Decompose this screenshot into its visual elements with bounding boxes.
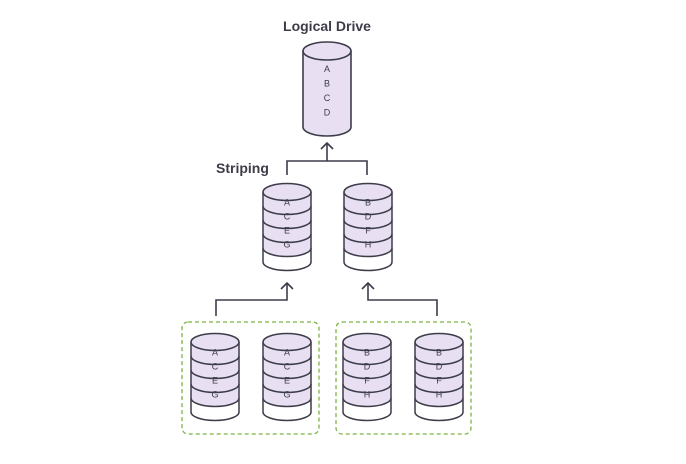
block-label: B — [436, 348, 442, 358]
mirror-group-right — [335, 321, 472, 435]
platter-top — [343, 182, 393, 202]
block-label: F — [365, 226, 371, 236]
connector-mirror-right-to-stripe — [367, 283, 438, 316]
block-label: D — [324, 108, 331, 118]
block-label: E — [284, 376, 290, 386]
striping-title: Striping — [216, 160, 269, 176]
logical-drive-title: Logical Drive — [283, 18, 371, 34]
block-label: E — [212, 376, 218, 386]
drive-body — [302, 51, 352, 137]
block-label: E — [284, 226, 290, 236]
platter-top — [262, 182, 312, 202]
block-label: G — [283, 390, 290, 400]
block-label: G — [283, 240, 290, 250]
block-label: C — [324, 93, 331, 103]
block-label: H — [364, 390, 371, 400]
arrow-head-to-stripe-right — [361, 282, 375, 290]
block-label: D — [436, 362, 443, 372]
platter-top — [190, 332, 240, 352]
block-label: B — [324, 79, 330, 89]
block-label: H — [365, 240, 372, 250]
connector-stripes-to-logical — [286, 143, 368, 175]
block-label: C — [284, 212, 291, 222]
block-label: H — [436, 390, 443, 400]
block-label: B — [365, 198, 371, 208]
arrow-head-to-stripe-left — [280, 282, 294, 290]
connector-mirror-left-to-stripe — [215, 283, 288, 316]
platter-top — [414, 332, 464, 352]
block-label: B — [364, 348, 370, 358]
platter-top — [342, 332, 392, 352]
mirror-group-left — [181, 321, 320, 435]
block-label: D — [365, 212, 372, 222]
block-label: F — [436, 376, 442, 386]
block-label: C — [284, 362, 291, 372]
block-label: F — [364, 376, 370, 386]
block-label: A — [284, 348, 290, 358]
arrow-head-to-logical — [320, 142, 334, 150]
platter-top — [262, 332, 312, 352]
block-label: C — [212, 362, 219, 372]
block-label: A — [212, 348, 218, 358]
block-label: D — [364, 362, 371, 372]
block-label: G — [211, 390, 218, 400]
block-label: A — [284, 198, 290, 208]
block-label: A — [324, 64, 330, 74]
drive-top — [302, 41, 352, 61]
